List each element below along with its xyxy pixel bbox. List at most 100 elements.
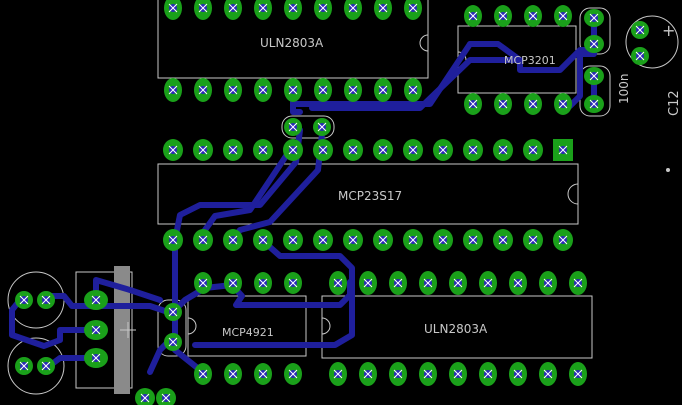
capacitor-mid-outline xyxy=(281,115,335,139)
pad-uln-top-a xyxy=(404,0,422,20)
pad-cap-left-2 xyxy=(37,291,55,309)
uln2803a-top-notch xyxy=(419,34,429,52)
pad-cap-left-4 xyxy=(37,357,55,375)
pad-bottom-partial-2 xyxy=(156,388,176,405)
pad-uln-top-a xyxy=(164,0,182,20)
label-plus: + xyxy=(662,21,675,40)
pad-mcp4921-a xyxy=(194,272,212,294)
pad-uln-top-a xyxy=(224,0,242,20)
pad-mcp23s17-a xyxy=(313,139,333,161)
pad-mcp4921-b xyxy=(254,363,272,385)
pad-mcp4921-b xyxy=(224,363,242,385)
pad-uln-top-b xyxy=(344,78,362,102)
pad-connector-3 xyxy=(84,348,108,368)
label-uln2803a-bottom: ULN2803A xyxy=(424,322,488,336)
label-uln2803a-top: ULN2803A xyxy=(260,36,324,50)
pad-uln-top-b xyxy=(194,78,212,102)
capacitor-left-bottom-outline xyxy=(7,337,65,395)
pad-uln-bottom-a xyxy=(389,271,407,295)
pad-mcp23s17-a xyxy=(403,139,423,161)
pad-mcp23s17-b xyxy=(223,229,243,251)
pad-uln-bottom-b xyxy=(569,362,587,386)
pad-uln-top-b xyxy=(374,78,392,102)
pad-mcp4921-a xyxy=(224,272,242,294)
pad-uln-bottom-b xyxy=(479,362,497,386)
pad-mcp23s17-b xyxy=(283,229,303,251)
label-c12: C12 xyxy=(667,90,682,116)
pad-uln-bottom-b xyxy=(329,362,347,386)
pad-uln-top-b xyxy=(314,78,332,102)
pad-mcp3201-b xyxy=(524,93,542,115)
pad-uln-top-b xyxy=(164,78,182,102)
pad-uln-top-a xyxy=(284,0,302,20)
pad-mcp23s17-a xyxy=(193,139,213,161)
pad-mcp23s17-a xyxy=(283,139,303,161)
pad-uln-top-a xyxy=(254,0,272,20)
pad-cap-dac-1 xyxy=(164,303,182,321)
pad-bottom-partial-1 xyxy=(135,388,155,405)
pad-uln-top-a xyxy=(374,0,392,20)
mcp23s17-outline xyxy=(157,163,579,225)
pad-cap-tr-4 xyxy=(584,95,604,113)
pad-mcp23s17-a xyxy=(253,139,273,161)
pad-cap-left-1 xyxy=(15,291,33,309)
pad-mcp4921-a xyxy=(254,272,272,294)
uln2803a-bottom-notch xyxy=(321,317,331,335)
mcp4921-notch xyxy=(187,317,197,335)
pad-mcp3201-a xyxy=(494,5,512,27)
pad-mcp3201-a xyxy=(554,5,572,27)
pad-uln-top-a xyxy=(344,0,362,20)
pad-cap-right-1 xyxy=(631,21,649,39)
pad-uln-bottom-b xyxy=(419,362,437,386)
pad-uln-bottom-a xyxy=(449,271,467,295)
pad-cap-mid-1 xyxy=(284,118,302,136)
pad-mcp23s17-a xyxy=(433,139,453,161)
pad-uln-bottom-b xyxy=(539,362,557,386)
pad-uln-bottom-b xyxy=(449,362,467,386)
label-mcp3201: MCP3201 xyxy=(504,54,556,67)
pad-uln-bottom-a xyxy=(359,271,377,295)
pad-uln-bottom-a xyxy=(569,271,587,295)
pad-mcp23s17-a xyxy=(223,139,243,161)
pad-cap-right-2 xyxy=(631,47,649,65)
pad-mcp3201-b xyxy=(464,93,482,115)
pad-uln-top-b xyxy=(284,78,302,102)
pad-mcp23s17-a xyxy=(553,139,573,161)
pads xyxy=(15,0,649,405)
pad-mcp23s17-b xyxy=(253,229,273,251)
pad-uln-top-a xyxy=(314,0,332,20)
pad-uln-bottom-a xyxy=(509,271,527,295)
pad-mcp3201-a xyxy=(524,5,542,27)
pad-uln-bottom-a xyxy=(329,271,347,295)
pad-mcp23s17-b xyxy=(313,229,333,251)
pad-mcp23s17-b xyxy=(193,229,213,251)
pad-mcp23s17-a xyxy=(523,139,543,161)
label-mcp23s17: MCP23S17 xyxy=(338,189,402,203)
pad-cap-mid-2 xyxy=(313,118,331,136)
pad-connector-2 xyxy=(84,320,108,340)
pad-uln-top-b xyxy=(224,78,242,102)
label-100n: 100n xyxy=(617,73,631,104)
pad-uln-bottom-b xyxy=(359,362,377,386)
pad-mcp23s17-b xyxy=(403,229,423,251)
pad-mcp23s17-b xyxy=(463,229,483,251)
mcp4921-outline xyxy=(187,295,307,357)
pad-mcp23s17-b xyxy=(163,229,183,251)
pad-mcp23s17-a xyxy=(343,139,363,161)
pad-mcp23s17-b xyxy=(373,229,393,251)
pad-uln-top-b xyxy=(404,78,422,102)
pad-cap-tr-2 xyxy=(584,35,604,53)
pad-connector-1 xyxy=(84,290,108,310)
pad-uln-bottom-a xyxy=(479,271,497,295)
pad-mcp4921-a xyxy=(284,272,302,294)
pad-uln-bottom-b xyxy=(389,362,407,386)
pad-mcp4921-b xyxy=(194,363,212,385)
pad-mcp23s17-b xyxy=(493,229,513,251)
pad-mcp23s17-b xyxy=(553,229,573,251)
pad-mcp23s17-a xyxy=(463,139,483,161)
capacitor-right-outline xyxy=(625,15,679,69)
pad-mcp3201-b xyxy=(494,93,512,115)
pad-cap-dac-2 xyxy=(164,333,182,351)
pad-mcp23s17-b xyxy=(523,229,543,251)
